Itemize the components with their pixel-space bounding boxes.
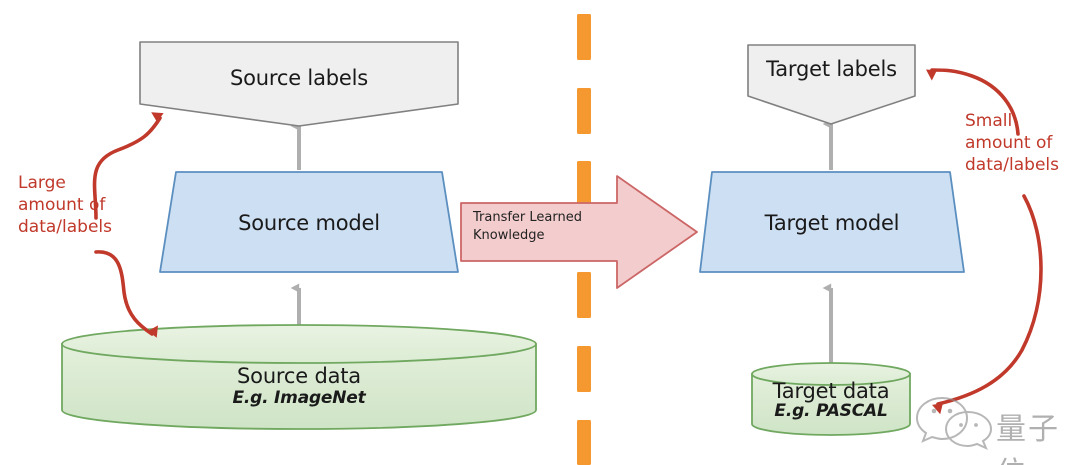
transfer-arrow-text: Transfer Learned Knowledge [473, 210, 582, 243]
vertical-dashed-divider [577, 14, 591, 465]
source-annotation-text: Large amount of data/labels [18, 173, 112, 237]
annotation-arrow-target-labels [926, 68, 1020, 136]
source-model-shape [159, 171, 459, 273]
target-labels-shape [747, 44, 916, 125]
annotation-arrow-source-labels [92, 112, 164, 220]
source-data-shape [61, 324, 537, 430]
transfer-knowledge-arrow [460, 175, 698, 289]
target-data-shape [751, 362, 911, 436]
watermark-text: 量子位 [996, 412, 1060, 465]
target-annotation-text: Small amount of data/labels [965, 111, 1059, 175]
annotation-arrow-source-data [94, 250, 158, 338]
wechat-icon [915, 396, 993, 450]
source-labels-shape [139, 41, 459, 127]
annotation-arrow-target-data [932, 194, 1043, 415]
target-model-shape [699, 171, 965, 273]
